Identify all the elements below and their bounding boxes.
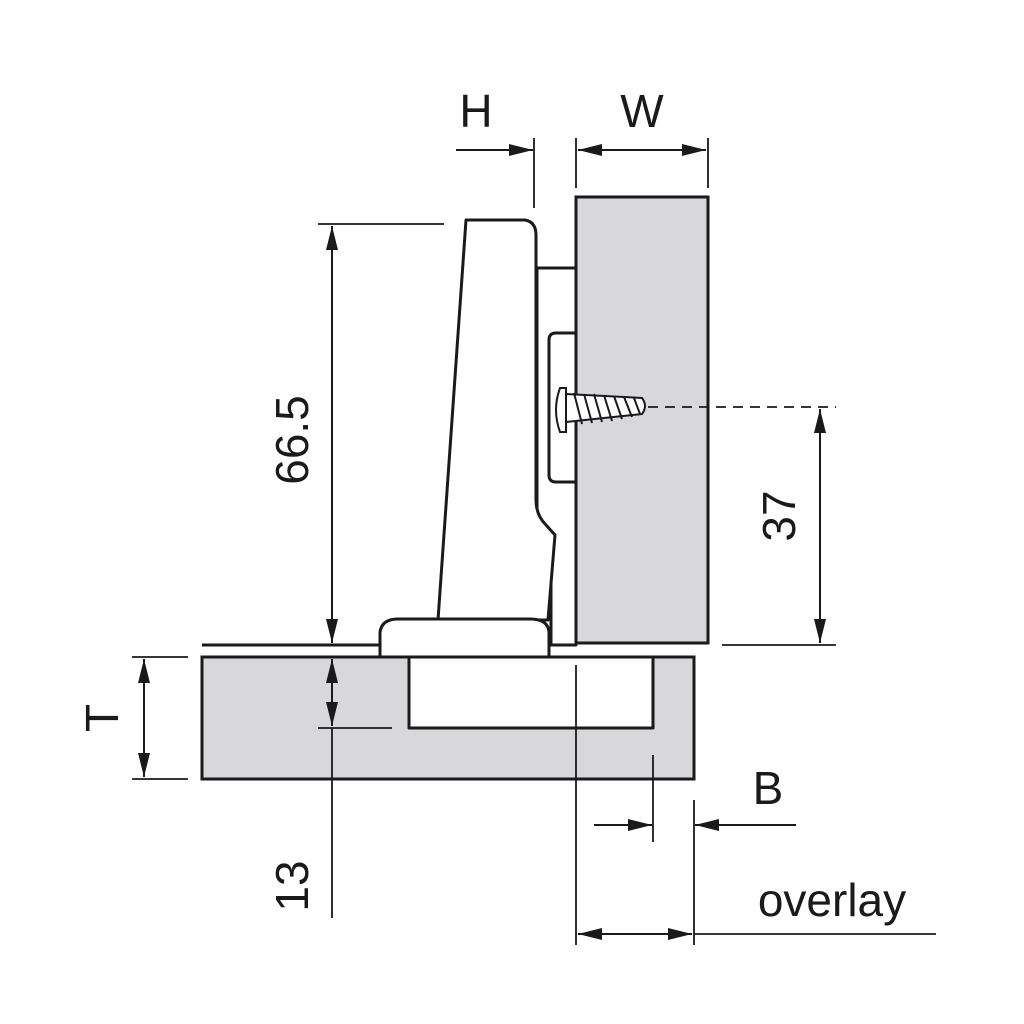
height-label: 66.5 [266, 395, 318, 485]
overlay-label: overlay [758, 874, 906, 926]
hinge-arm [436, 218, 557, 622]
t-label: T [76, 704, 128, 732]
hinge-cup-bore [407, 655, 655, 730]
hinge-cup [378, 617, 551, 659]
cup-depth-label: 13 [266, 860, 318, 911]
h-label: H [459, 85, 492, 137]
cabinet-side-panel [574, 195, 710, 645]
b-label: B [753, 762, 784, 814]
hole-offset-label: 37 [753, 490, 805, 541]
w-label: W [620, 85, 664, 137]
screw [555, 387, 646, 433]
